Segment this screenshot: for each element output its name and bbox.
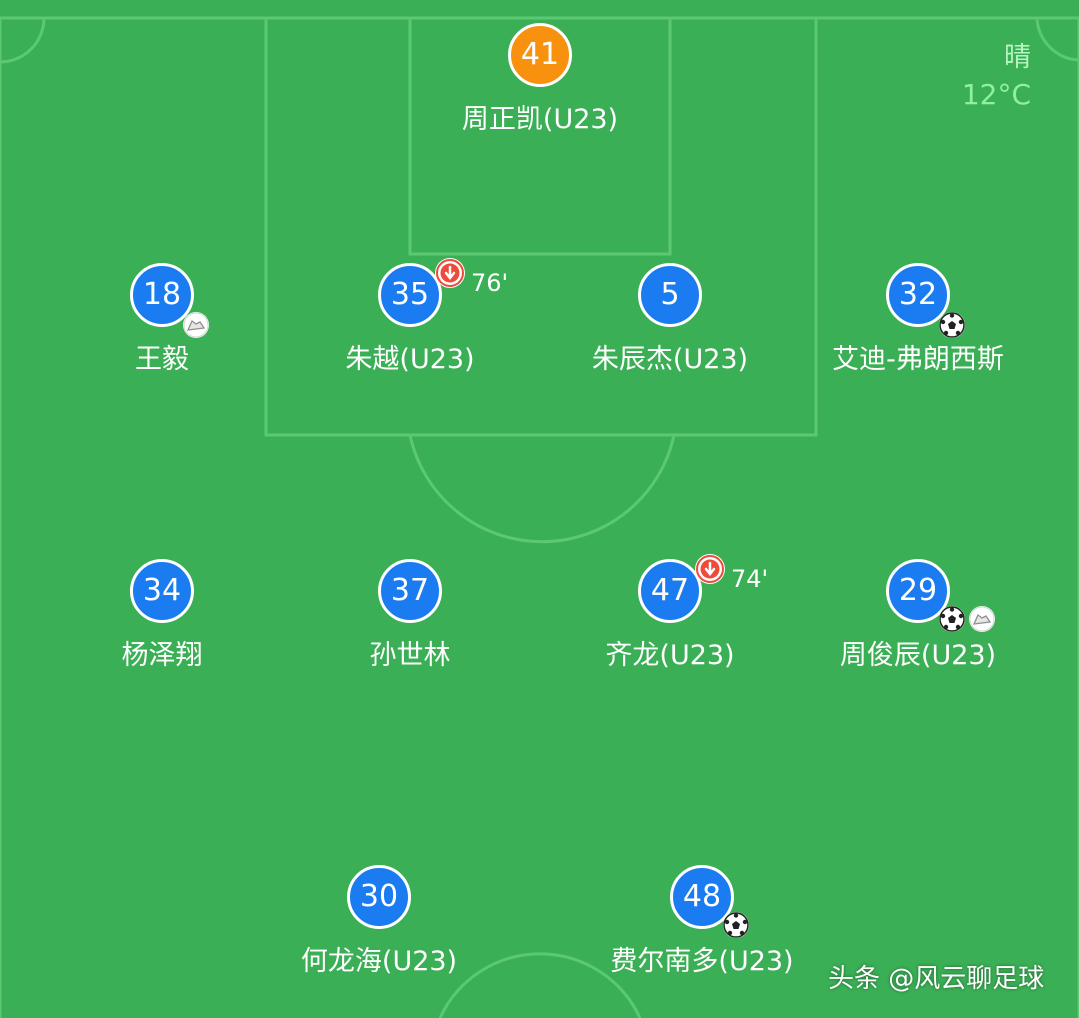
player-name: 朱辰杰(U23) xyxy=(591,344,749,375)
player-name: 王毅 xyxy=(135,344,189,375)
player-card[interactable]: 32 艾迪-弗朗西斯 xyxy=(808,263,1028,376)
jersey-number-badge: 30 xyxy=(347,865,411,929)
player-card[interactable]: 37 孙世林 xyxy=(300,559,520,672)
jersey-number-badge: 48 xyxy=(670,865,749,938)
player-card[interactable]: 18 王毅 xyxy=(52,263,272,376)
player-name: 何龙海(U23) xyxy=(300,946,458,977)
jersey-number-badge: 5 xyxy=(638,263,702,327)
jersey-number: 47 xyxy=(650,573,690,608)
player-name: 周俊辰(U23) xyxy=(839,640,997,671)
player-name: 周正凯(U23) xyxy=(461,104,619,135)
jersey-number-badge: 29 xyxy=(886,559,995,632)
sub-off-arrow-icon xyxy=(435,258,465,288)
player-card[interactable]: 5 朱辰杰(U23) xyxy=(560,263,780,376)
jersey-number-badge: 37 xyxy=(378,559,442,623)
jersey-number-badge: 47 74' xyxy=(638,554,768,623)
player-card[interactable]: 29 周俊辰(U23) xyxy=(808,559,1028,672)
jersey-number-badge: 35 76' xyxy=(378,258,508,327)
sub-off-time: 74' xyxy=(731,565,769,593)
player-card[interactable]: 30 何龙海(U23) xyxy=(269,865,489,978)
player-card[interactable]: 35 76' 朱越(U23) xyxy=(300,258,520,376)
jersey-number-badge: 41 xyxy=(508,23,572,87)
player-card[interactable]: 48 费尔南多(U23) xyxy=(592,865,812,978)
player-name: 费尔南多(U23) xyxy=(610,946,794,977)
player-name: 齐龙(U23) xyxy=(605,640,735,671)
weather-info: 晴 12°C xyxy=(962,40,1031,114)
assist-boot-icon xyxy=(183,312,209,338)
goal-ball-icon xyxy=(723,912,749,938)
player-name: 孙世林 xyxy=(369,640,451,671)
goal-ball-icon xyxy=(939,606,965,632)
jersey-number: 32 xyxy=(898,277,938,312)
player-card[interactable]: 47 74' 齐龙(U23) xyxy=(560,554,780,672)
sub-off-arrow-icon xyxy=(695,554,725,584)
jersey-number-badge: 18 xyxy=(130,263,209,338)
player-name: 朱越(U23) xyxy=(345,344,475,375)
jersey-number-badge: 34 xyxy=(130,559,194,623)
player-card[interactable]: 34 杨泽翔 xyxy=(52,559,272,672)
sub-off-time: 76' xyxy=(471,269,509,297)
jersey-number: 48 xyxy=(682,879,722,914)
goal-ball-icon xyxy=(939,312,965,338)
player-name: 艾迪-弗朗西斯 xyxy=(832,344,1004,375)
weather-temperature: 12°C xyxy=(961,78,1031,112)
jersey-number: 29 xyxy=(898,573,938,608)
watermark: 头条 @风云聊足球 xyxy=(828,964,1045,994)
player-name: 杨泽翔 xyxy=(121,640,203,671)
jersey-number: 18 xyxy=(142,277,182,312)
jersey-number-badge: 32 xyxy=(886,263,965,338)
jersey-number: 35 xyxy=(390,277,430,312)
weather-condition: 晴 xyxy=(1004,42,1031,73)
assist-boot-icon xyxy=(969,606,995,632)
player-card[interactable]: 41 周正凯(U23) xyxy=(430,23,650,136)
